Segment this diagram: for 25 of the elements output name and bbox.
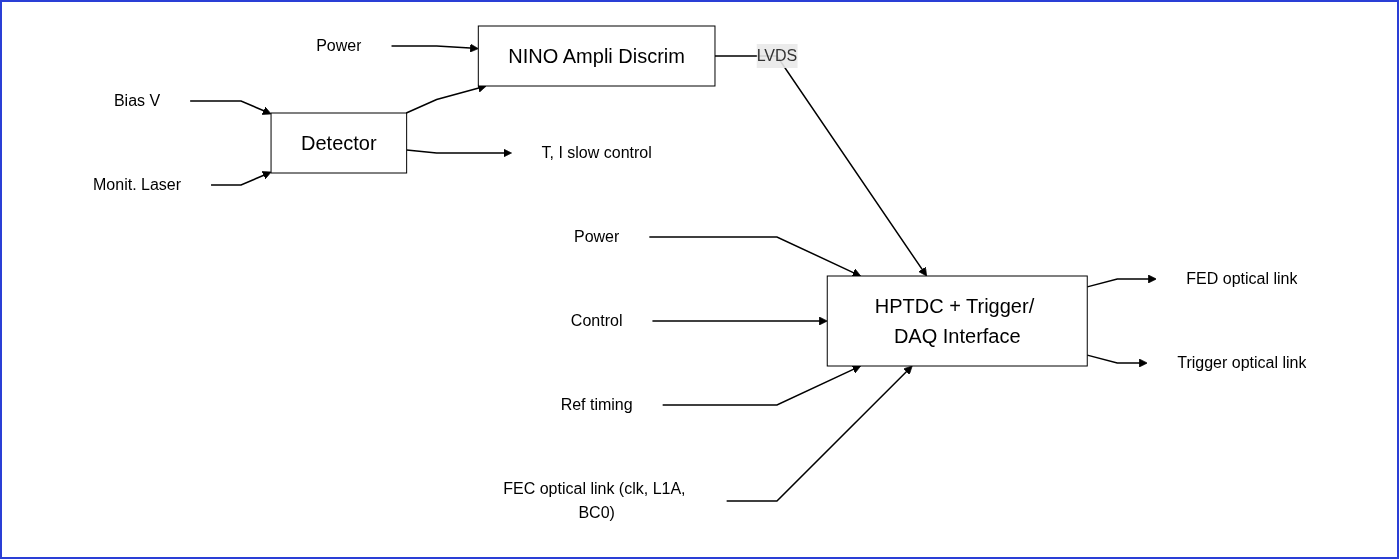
node-text: FEC optical link (clk, L1A, BC0) — [503, 480, 686, 521]
arrow — [390, 43, 479, 53]
arrow — [405, 148, 512, 158]
node-text: Monit. Laser — [92, 176, 181, 193]
node-text: Power — [573, 228, 620, 245]
node-text: Trigger optical link — [1177, 354, 1307, 371]
node-box: Detector — [270, 112, 407, 174]
node-text: Control — [570, 312, 623, 329]
arrow — [1086, 354, 1148, 368]
arrow — [1086, 274, 1157, 288]
node-box: HPTDC + Trigger/ DAQ Interface — [826, 275, 1088, 367]
arrow — [210, 171, 272, 186]
node-text: T, I slow control — [541, 144, 652, 161]
node-text: Bias V — [113, 92, 160, 109]
node-text: Power — [315, 37, 362, 54]
arrow — [725, 365, 913, 502]
node-text: FED optical link — [1186, 270, 1298, 287]
node-text: Ref timing — [560, 396, 633, 413]
arrow — [648, 236, 861, 277]
arrow — [651, 316, 828, 326]
edge-label: LVDS — [756, 47, 797, 64]
arrow — [189, 100, 272, 115]
arrow — [714, 55, 927, 277]
node-box: NINO Ampli Discrim — [477, 25, 716, 87]
arrow — [661, 365, 861, 406]
